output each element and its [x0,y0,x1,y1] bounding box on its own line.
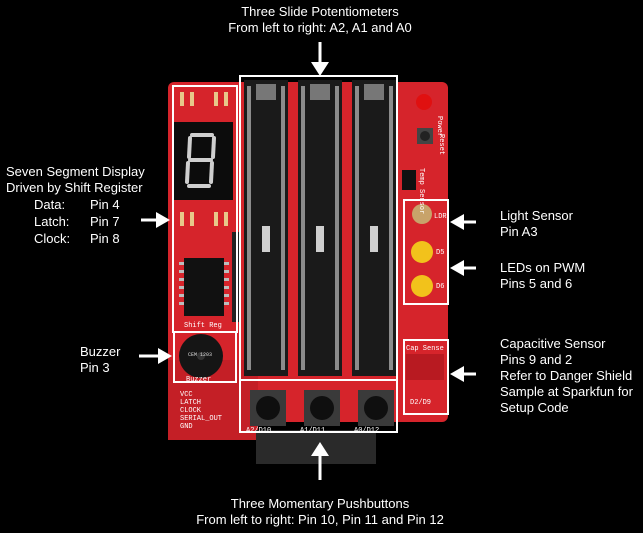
silk-temp-sensor: Temp Sensor [417,168,425,214]
silk-cap-sense: Cap Sense [406,345,444,353]
seven-segment-pins: Data: Pin 4 Latch: Pin 7 Clock: Pin 8 [34,196,120,247]
led-d6 [411,275,433,297]
capacitive-note-3: Setup Code [500,400,569,415]
pin-value: Pin 8 [90,231,120,246]
potentiometers-subtitle: From left to right: A2, A1 and A0 [228,20,412,35]
potentiometers-label: Three Slide Potentiometers From left to … [200,4,440,36]
potentiometers-title: Three Slide Potentiometers [241,4,399,19]
capacitive-note-1: Refer to Danger Shield [500,368,633,383]
pushbuttons-subtitle: From left to right: Pin 10, Pin 11 and P… [196,512,444,527]
light-sensor-pin: Pin A3 [500,224,538,239]
silk-header-clock: CLOCK [180,407,202,415]
ldr-component [412,204,432,224]
silk-header-gnd: GND [180,423,193,431]
digit-8-glyph [185,133,216,188]
highlight-boxes [172,75,449,433]
resistor-array [180,92,228,226]
header-connector [256,430,376,464]
pushbuttons [250,390,394,426]
capacitive-note-2: Sample at Sparkfun for [500,384,633,399]
shift-register-chip [184,258,224,316]
silk-reset: Reset [437,134,445,155]
silk-button-a1: A1/D11 [300,427,325,435]
pin-name: Latch: [34,214,70,229]
silk-header-vcc: VCC [180,391,193,399]
callout-arrows [139,42,476,480]
silk-buzzer-ring: CEM 1203 [188,352,212,358]
pin-name: Clock: [34,231,71,246]
buzzer-label: Buzzer Pin 3 [80,344,120,376]
silk-buzzer: Buzzer [186,376,211,384]
leds-pins: Pins 5 and 6 [500,276,573,291]
led-d5 [411,241,433,263]
temp-sensor [402,170,416,190]
buzzer-pin: Pin 3 [80,360,110,375]
silk-d5: D5 [436,249,444,257]
capacitive-title: Capacitive Sensor [500,336,606,351]
silk-button-a0: A0/D12 [354,427,379,435]
leds-title: LEDs on PWM [500,260,586,275]
capacitive-pins: Pins 9 and 2 [500,352,573,367]
cap-sense-pad [406,354,444,380]
light-sensor-label: Light Sensor Pin A3 [500,208,573,240]
pin-name: Data: [34,197,66,212]
pushbuttons-title: Three Momentary Pushbuttons [230,496,410,511]
pin-row-data: Data: Pin 4 [34,196,120,213]
silk-button-a2: A2/D10 [246,427,271,435]
pin-row-clock: Clock: Pin 8 [34,230,120,247]
pushbuttons-label: Three Momentary Pushbuttons From left to… [160,496,480,528]
shift-register-pins [179,262,229,305]
seven-segment-label: Seven Segment Display Driven by Shift Re… [6,164,145,196]
silk-header-latch: LATCH [180,399,201,407]
silk-ldr: LDR [434,213,447,221]
power-led [416,94,432,110]
silk-shift-reg: Shift Reg [184,322,222,330]
seven-segment-subtitle: Driven by Shift Register [6,180,143,195]
silk-d6: D6 [436,283,444,291]
seven-segment-title: Seven Segment Display [6,164,145,179]
leds-label: LEDs on PWM Pins 5 and 6 [500,260,585,292]
pin-value: Pin 7 [90,214,120,229]
slide-potentiometers [244,80,396,376]
silk-header-serial-out: SERIAL_OUT [180,415,222,423]
light-sensor-title: Light Sensor [500,208,573,223]
silk-d2d9: D2/D9 [410,399,431,407]
capacitive-label: Capacitive Sensor Pins 9 and 2 Refer to … [500,336,633,416]
pin-row-latch: Latch: Pin 7 [34,213,120,230]
buzzer-title: Buzzer [80,344,121,359]
silk-power: Power [435,116,443,137]
pin-value: Pin 4 [90,197,120,212]
